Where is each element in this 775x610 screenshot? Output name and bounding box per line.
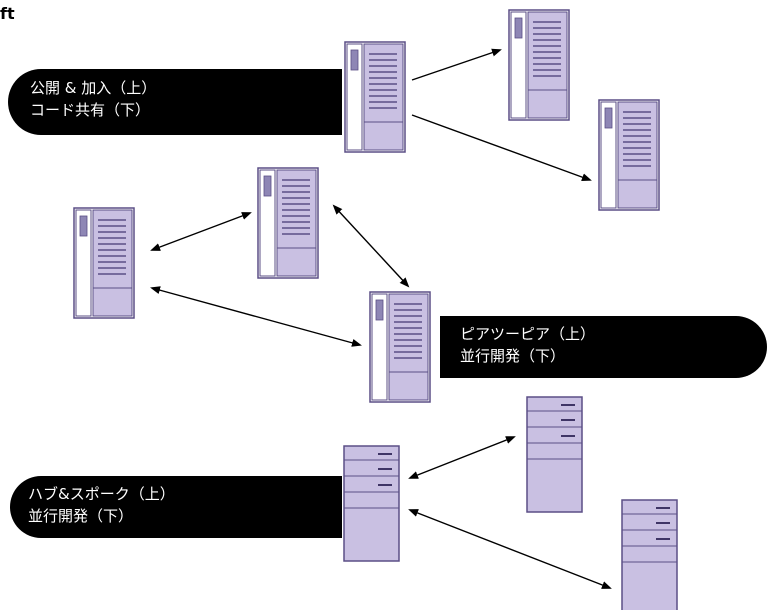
- central-repository-icon: [344, 41, 406, 153]
- corner-label: ft: [0, 4, 15, 23]
- publish-arrow: [411, 48, 502, 81]
- peer-label-line2: 並行開発（下）: [460, 347, 566, 365]
- peer-sync-arrow: [332, 204, 410, 288]
- hub-label-line2: 並行開発（下）: [28, 507, 134, 525]
- peer-sync-arrow: [150, 212, 252, 251]
- hub-sync-arrow: [408, 509, 612, 589]
- peer-repository-icon: [257, 167, 319, 279]
- publish-arrow: [411, 114, 592, 182]
- publish-label-line1: 公開 & 加入（上）: [30, 79, 157, 97]
- hub-sync-arrow: [408, 436, 516, 479]
- hub-label-line1: ハブ&スポーク（上）: [28, 485, 175, 503]
- peer-repository-icon: [73, 207, 135, 319]
- peer-label-line1: ピアツーピア（上）: [460, 325, 596, 343]
- peer-to-peer-label: ピアツーピア（上） 並行開発（下）: [440, 316, 767, 378]
- spoke-server-icon: [621, 499, 678, 610]
- peer-repository-icon: [369, 291, 431, 403]
- hub-spoke-label: ハブ&スポーク（上） 並行開発（下）: [10, 476, 342, 538]
- hub-server-icon: [343, 445, 400, 562]
- clone-repository-icon: [598, 99, 660, 211]
- publish-label-line2: コード共有（下）: [30, 101, 151, 119]
- spoke-server-icon: [526, 396, 583, 513]
- peer-sync-arrow: [150, 286, 362, 347]
- publish-join-label: 公開 & 加入（上） コード共有（下）: [8, 69, 342, 135]
- clone-repository-icon: [508, 9, 570, 121]
